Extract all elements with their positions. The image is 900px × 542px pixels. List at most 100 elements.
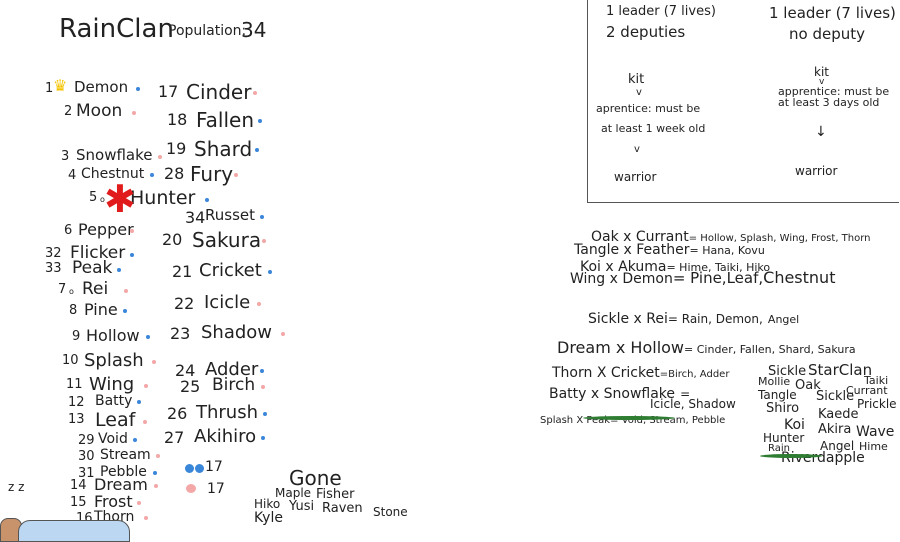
roster-number: 22 [174, 294, 195, 313]
starclan-name: Hunter [763, 431, 805, 445]
starclan-name: Akira [818, 422, 852, 437]
crown-icon: ♛ [53, 76, 68, 95]
roster-number: 10 [62, 353, 79, 368]
roster-number: 15 [70, 495, 87, 510]
roster-number: 20 [162, 230, 183, 249]
rules-left-arrow2: v [634, 144, 640, 155]
gender-dot [144, 384, 148, 389]
starclan-name: Oak [795, 378, 821, 393]
roster-number: 32 [45, 246, 62, 261]
roster-name: Rei [82, 279, 109, 299]
gender-dot [257, 302, 261, 307]
roster-number: 3 [61, 149, 70, 164]
roster-name: Hollow [86, 326, 140, 345]
roster-number: 8 [69, 303, 78, 318]
roster-name: Icicle [204, 292, 251, 313]
roster-number: 25 [180, 377, 201, 396]
rules-right-warrior: warrior [795, 164, 838, 178]
rules-right-arrow1: v [819, 77, 825, 87]
gender-dot [158, 154, 162, 159]
roster-number: 33 [45, 261, 62, 276]
rules-right-line2: no deputy [789, 25, 865, 43]
gender-dot [261, 436, 265, 441]
roster-name: Fallen [196, 108, 255, 132]
rules-left-warrior: warrior [614, 170, 657, 184]
gender-dot [152, 360, 156, 365]
gone-title: Gone [289, 466, 342, 490]
roster-name: Flicker [70, 243, 126, 263]
roster-name: Thrush [196, 402, 258, 423]
roster-number: 11 [66, 377, 83, 392]
gender-dot [234, 173, 238, 177]
rules-right-line1: 1 leader (7 lives) [769, 4, 896, 22]
population-value: 34 [241, 18, 267, 42]
roster-number: 5 [89, 190, 98, 205]
roster-name: Russet [205, 206, 255, 224]
roster-name: Splash [84, 350, 144, 371]
gender-dot [123, 309, 127, 314]
pair-koi-akuma: Koi x Akuma= Hime, Taiki, Hiko [580, 259, 771, 275]
roster-number: 21 [172, 262, 193, 281]
starclan-name: Currant [846, 384, 888, 397]
roster-name: Fury [190, 162, 234, 186]
starclan-name: Taiki [864, 374, 889, 387]
clan-title: RainClan [59, 14, 174, 44]
roster-name: Peak [72, 258, 113, 278]
gender-dot [133, 438, 137, 443]
gender-dot [255, 148, 259, 152]
roster-name: Pepper [78, 220, 134, 239]
pair-dream-hollow: Dream x Hollow= Cinder, Fallen, Shard, S… [557, 338, 856, 357]
roster-prefix: o [69, 287, 74, 296]
gender-dot [137, 501, 141, 506]
roster-number: 12 [68, 395, 85, 410]
gender-dot [205, 197, 209, 202]
pair-thorn-cricket: Thorn X Cricket=Birch, Adder [552, 365, 730, 381]
roster-name: Demon [74, 78, 129, 96]
pair-oak-currant: Oak x Currant= Hollow, Splash, Wing, Fro… [591, 229, 871, 245]
roster-number: 18 [167, 110, 188, 129]
roster-name: Snowflake [76, 146, 153, 164]
rules-left-kit: kit [628, 72, 645, 87]
roster-number: 1 [45, 81, 54, 96]
roster-name: Dream [94, 475, 148, 494]
roster-name: Cricket [199, 260, 262, 281]
gone-name: Hiko [254, 497, 281, 511]
starclan-title: StarClan [808, 361, 873, 379]
starclan-name: Shiro [766, 401, 800, 416]
starclan-name: Tangle [758, 388, 797, 402]
rules-right-kit: kit [814, 65, 829, 79]
roster-number: 28 [164, 164, 185, 183]
roster-name: Shadow [201, 322, 273, 343]
gender-dot [137, 400, 141, 405]
starclan-name: Mollie [758, 375, 791, 388]
roster-name: Pebble [100, 464, 147, 480]
pair-sickle-rei: Sickle x Rei= Rain, Demon, Angel [588, 311, 800, 327]
starclan-name: Prickle [857, 397, 897, 411]
gender-dot [130, 252, 134, 257]
gender-dot [258, 119, 262, 123]
blanket [18, 520, 130, 542]
gender-dot [268, 270, 272, 275]
roster-number: 30 [78, 449, 95, 464]
roster-name: Void [98, 431, 128, 447]
roster-number: 2 [64, 104, 73, 119]
rules-right-apprentice: apprentice: must be [778, 85, 890, 98]
roster-number: 7 [58, 282, 67, 297]
rules-left-apprentice-age: at least 1 week old [601, 122, 706, 135]
gone-name: Kyle [254, 510, 283, 526]
roster-number: 6 [64, 223, 73, 238]
roster-number: 31 [78, 466, 95, 481]
starclan-name: Wave [856, 424, 895, 440]
roster-name: Stream [100, 447, 151, 463]
pair-splash-peak: Splash X Peak= Void, Stream, Pebble [540, 415, 726, 426]
gender-dot [144, 516, 148, 521]
roster-name: Batty [95, 393, 133, 409]
roster-name: Frost [94, 492, 133, 511]
roster-number: 29 [78, 433, 95, 448]
gender-dot [260, 214, 264, 219]
gender-dot [153, 471, 157, 476]
roster-name: Shard [194, 137, 253, 161]
roster-number: 9 [72, 329, 81, 344]
rules-right-arrow2: ↓ [815, 124, 827, 140]
pair-batty-snowflake-kits: Icicle, Shadow [650, 397, 736, 411]
